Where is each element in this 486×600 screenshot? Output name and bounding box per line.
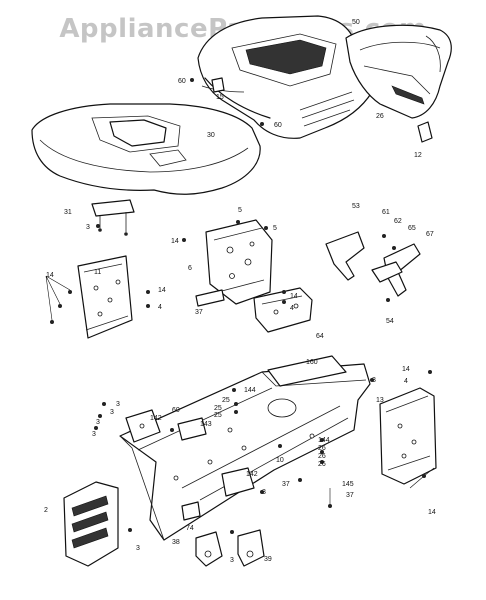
pedal-link-67[interactable]: [383, 243, 421, 297]
dash-bracket-31[interactable]: [91, 199, 135, 236]
callout: 3: [110, 409, 114, 416]
callout: 143: [200, 421, 212, 428]
callout: 37: [282, 481, 290, 488]
callout: 14: [402, 366, 410, 373]
side-panel-left[interactable]: [45, 255, 133, 339]
dash-panel[interactable]: [31, 85, 261, 195]
callout: 4: [158, 304, 162, 311]
bracket-38[interactable]: [195, 531, 223, 567]
callout: 2: [44, 507, 48, 514]
callout: 30: [207, 132, 215, 139]
callout: 5: [273, 225, 277, 232]
callout: 3: [372, 377, 376, 384]
callout: 14: [158, 287, 166, 294]
callout-labels: 60 15 50 60 30 26 12 31 3 5 5 14 6 11 14…: [44, 19, 436, 564]
axle-bracket-142a[interactable]: [125, 409, 161, 443]
callout: 38: [172, 539, 180, 546]
callout: 160: [306, 359, 318, 366]
callout: 54: [386, 318, 394, 325]
callout: 50: [352, 19, 360, 26]
callout: 39: [264, 556, 272, 563]
callout: 14: [290, 293, 298, 300]
callout: 3: [86, 224, 90, 231]
hood[interactable]: [197, 15, 373, 139]
callout: 3: [230, 557, 234, 564]
hood-latch-15[interactable]: [211, 77, 225, 93]
callout: 60: [178, 78, 186, 85]
callout: 14: [46, 272, 54, 279]
pedal-link-65[interactable]: [371, 261, 403, 283]
callout: 12: [414, 152, 422, 159]
callout: 53: [352, 203, 360, 210]
callout: 25: [222, 397, 230, 404]
callout: 6: [188, 265, 192, 272]
bracket-74[interactable]: [181, 501, 201, 521]
side-panel-right[interactable]: [379, 387, 437, 489]
callout: 37: [195, 309, 203, 316]
callout: 145: [342, 481, 354, 488]
callout: 3: [96, 419, 100, 426]
callout: 5: [238, 207, 242, 214]
callout: 61: [382, 209, 390, 216]
callout: 65: [408, 225, 416, 232]
callout: 11: [94, 269, 101, 276]
bracket-39[interactable]: [237, 529, 265, 567]
hood-bracket-12[interactable]: [417, 121, 433, 143]
callout: 26: [318, 453, 326, 460]
callout: 25: [214, 412, 222, 419]
callout: 4: [290, 305, 294, 312]
fasteners: [94, 78, 432, 534]
callout: 62: [394, 218, 402, 225]
callout: 144: [318, 437, 330, 444]
hood-grille: [245, 39, 327, 75]
axle-bracket-143[interactable]: [177, 417, 207, 441]
callout: 26: [318, 445, 326, 452]
bracket-64[interactable]: [253, 287, 313, 333]
callout: 10: [276, 457, 284, 464]
callout: 37: [346, 492, 354, 499]
callout: 14: [428, 509, 436, 516]
axle-bracket-142b[interactable]: [221, 467, 255, 497]
main-frame[interactable]: [119, 355, 371, 541]
callout: 3: [262, 489, 266, 496]
callout: 60: [274, 122, 282, 129]
callout: 64: [316, 333, 324, 340]
callout: 67: [426, 231, 434, 238]
front-plate[interactable]: [63, 481, 119, 567]
callout: 60: [172, 407, 180, 414]
callout: 4: [404, 378, 408, 385]
callout: 15: [216, 94, 224, 101]
callout: 14: [171, 238, 179, 245]
callout: 26: [318, 461, 326, 468]
callout: 31: [64, 209, 72, 216]
pedal-link-53[interactable]: [325, 231, 365, 281]
callout: 3: [116, 401, 120, 408]
callout: 13: [376, 397, 384, 404]
callout: 144: [244, 387, 256, 394]
front-grille[interactable]: [345, 24, 452, 119]
callout: 25: [214, 405, 222, 412]
callout: 142: [246, 471, 258, 478]
callout: 142: [150, 415, 162, 422]
dash-support[interactable]: [195, 219, 273, 307]
callout: 3: [92, 431, 96, 438]
callout: 26: [376, 113, 384, 120]
callout: 74: [186, 525, 194, 532]
callout: 3: [136, 545, 140, 552]
